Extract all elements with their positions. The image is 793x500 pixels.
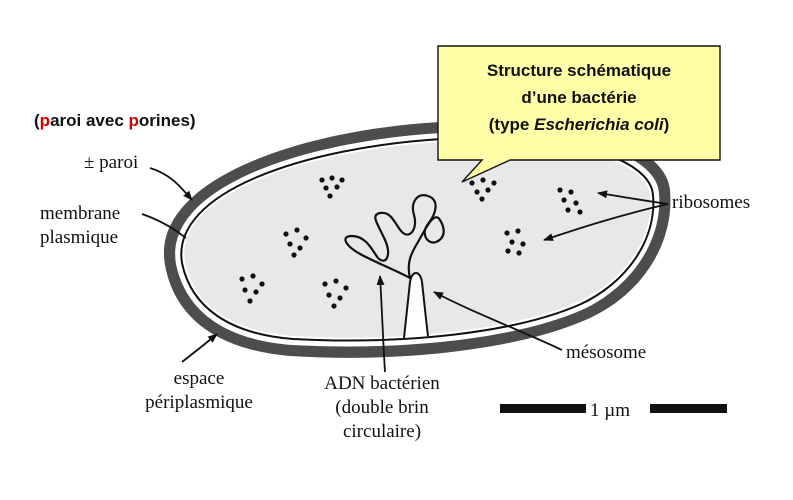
espace-pointer: [181, 333, 218, 363]
paroi-note-mid1: aroi avec: [50, 111, 128, 130]
mesosome-pointer: [433, 291, 563, 351]
adn-pointer: [376, 275, 386, 373]
label-membrane-2: plasmique: [40, 227, 118, 248]
dna-loop: [344, 194, 445, 280]
title-line-1: Structure schématique: [487, 61, 671, 80]
scale-bar-right: [650, 404, 727, 413]
label-adn-1: ADN bactérien: [324, 373, 440, 394]
label-membrane-1: membrane: [40, 203, 120, 224]
label-mesosome: mésosome: [566, 342, 646, 363]
paroi-note-open: (: [34, 111, 40, 130]
label-paroi: ± paroi: [84, 152, 138, 173]
paroi-note: (paroi avec porines): [34, 111, 196, 130]
pointer-lines: [141, 167, 669, 373]
scale-label: 1 µm: [590, 400, 630, 421]
title-line-3: (type Escherichia coli): [489, 115, 669, 134]
membrane-pointer: [141, 213, 187, 239]
ribosome-cluster: [557, 187, 583, 215]
paroi-pointer: [149, 167, 193, 201]
title-line-3-italic: Escherichia coli: [534, 115, 665, 134]
mesosome: [403, 272, 429, 339]
ribosome-cluster: [239, 273, 265, 304]
plasma-membrane: [180, 136, 655, 342]
label-ribosomes: ribosomes: [672, 192, 750, 213]
label-adn-2: (double brin: [335, 397, 429, 418]
paroi-note-p2: p: [129, 111, 139, 130]
title-line-2: d’une bactérie: [521, 88, 636, 107]
ribosome-pointer-1: [597, 190, 669, 205]
label-espace-2: périplasmique: [145, 392, 253, 413]
title-line-3-suffix: ): [664, 115, 670, 134]
ribosome-cluster: [322, 278, 349, 309]
title-line-3-prefix: (type: [489, 115, 534, 134]
label-espace-1: espace: [174, 368, 225, 389]
ribosome-cluster: [283, 227, 309, 258]
scale-bar-left: [500, 404, 586, 413]
cytoplasm: [184, 140, 651, 338]
label-adn-3: circulaire): [343, 421, 421, 442]
title-callout: [437, 45, 721, 183]
ribosome-cluster: [504, 228, 526, 256]
paroi-note-p1: p: [40, 111, 50, 130]
ribosome-cluster: [469, 177, 497, 202]
paroi-note-mid2: orines): [139, 111, 196, 130]
ribosome-clusters: [239, 175, 583, 309]
ribosome-cluster: [319, 175, 345, 199]
ribosome-pointer-2: [543, 203, 669, 241]
